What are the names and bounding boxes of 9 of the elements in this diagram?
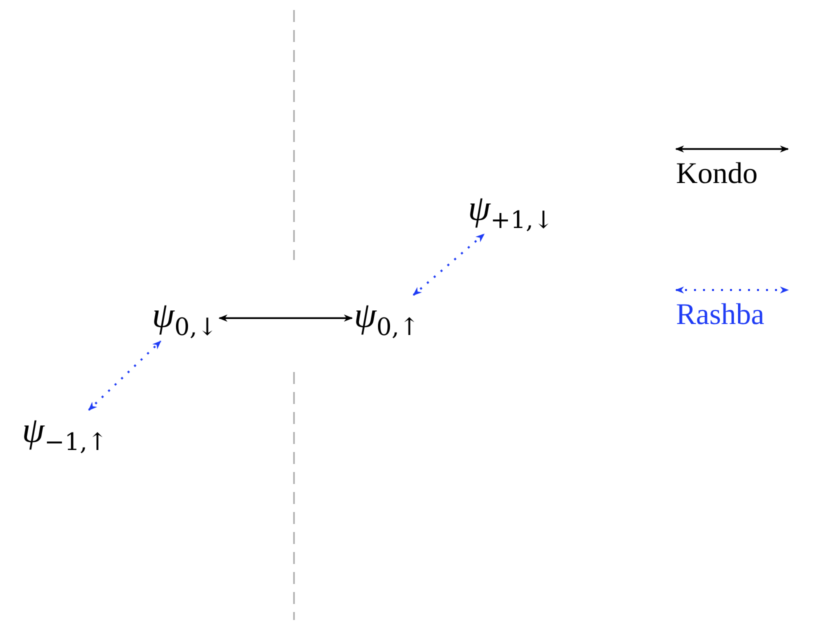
state-label: ψ$_{0,↓}$ [150, 295, 220, 342]
state-label: ψ$_{0,↑}$ [352, 295, 422, 342]
state-label: ψ$_{+1,↓}$ [466, 188, 556, 234]
double-arrow [218, 314, 353, 322]
dotted-arrow [88, 340, 162, 411]
dotted-arrow [412, 233, 485, 296]
legend-text: Kondo [676, 157, 758, 191]
legend-text: Rashba [676, 298, 764, 332]
state-label: ψ$_{−1,↑}$ [20, 410, 110, 456]
